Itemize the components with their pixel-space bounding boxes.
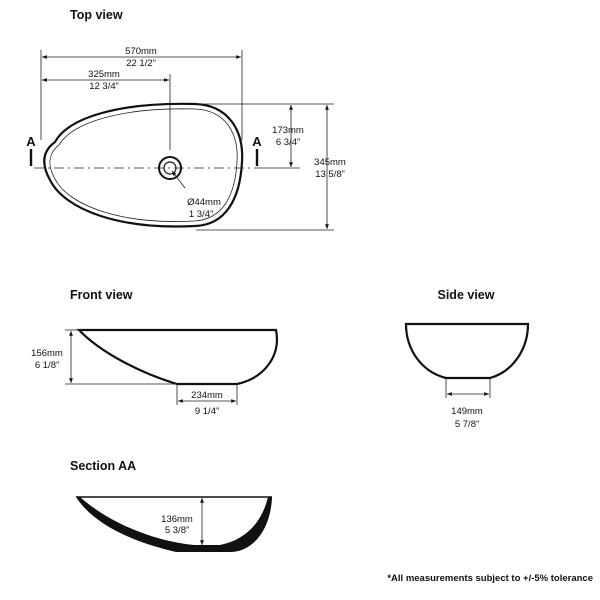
drain-diameter-mm: Ø44mm [187, 197, 221, 208]
front-height-inch: 6 1/8” [35, 360, 59, 371]
front-height-mm: 156mm [31, 348, 63, 359]
half-width-mm: 173mm [272, 125, 304, 136]
side-view: Side view 149mm 5 7/8” [404, 288, 530, 430]
front-view-title: Front view [70, 288, 133, 302]
section-aa-title: Section AA [70, 459, 136, 473]
overall-width-mm: 345mm [314, 157, 346, 168]
overall-width-inch: 13 5/8” [315, 169, 345, 180]
drain-diameter-inch: 1 3/4” [189, 209, 213, 220]
top-view: Top view Ø44mm 1 3/4” A A 570mm 22 1/2” … [26, 8, 346, 231]
section-mark-right-letter: A [252, 134, 262, 149]
overall-length-mm: 570mm [125, 46, 157, 57]
side-base-mm: 149mm [451, 406, 483, 417]
section-wall [76, 497, 272, 552]
side-view-title: Side view [438, 288, 495, 302]
section-aa: Section AA 136mm 5 3/8” [70, 459, 272, 552]
top-view-basin-outline [43, 102, 244, 228]
front-base-mm: 234mm [191, 390, 223, 401]
front-view-basin-outline [76, 328, 278, 386]
drain-inner-ring [163, 161, 177, 175]
drain-outer-ring [158, 156, 182, 180]
drain-offset-mm: 325mm [88, 69, 120, 80]
drain-offset-inch: 12 3/4” [89, 81, 119, 92]
front-view: Front view 156mm 6 1/8” 234mm 9 1/4” [31, 288, 278, 417]
half-width-inch: 6 3/4” [276, 137, 300, 148]
top-view-title: Top view [70, 8, 123, 22]
top-view-inner-rim [49, 108, 238, 222]
drain-leader-line [171, 170, 186, 189]
overall-length-inch: 22 1/2” [126, 58, 156, 69]
tolerance-footnote: *All measurements subject to +/-5% toler… [387, 573, 593, 584]
section-mark-left-letter: A [26, 134, 36, 149]
side-view-basin-outline [404, 322, 530, 380]
side-base-inch: 5 7/8” [455, 419, 479, 430]
section-depth-mm: 136mm [161, 514, 193, 525]
section-depth-inch: 5 3/8” [165, 525, 189, 536]
front-base-inch: 9 1/4” [195, 406, 219, 417]
